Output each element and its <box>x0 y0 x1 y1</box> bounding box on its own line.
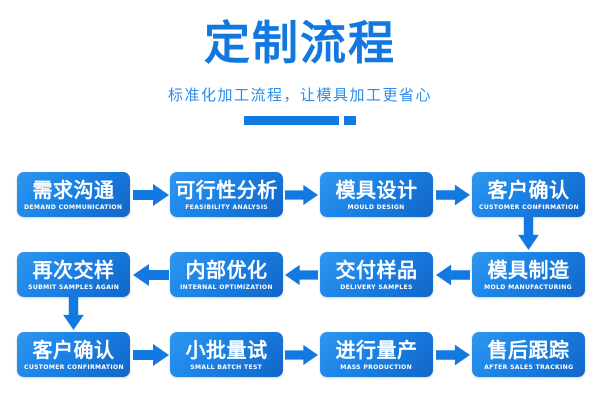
flow-node-label-cn: 小批量试 <box>185 338 268 362</box>
flow-node-label-cn: 内部优化 <box>185 258 268 282</box>
flow-node-label-cn: 需求沟通 <box>32 178 115 202</box>
flow-node-label-cn: 可行性分析 <box>175 178 278 202</box>
divider-square <box>344 116 356 125</box>
arrow-right-icon <box>436 184 470 206</box>
page-title: 定制流程 <box>204 16 396 70</box>
flow-node-delivery-samples[interactable]: 交付样品 DELIVERY SAMPLES <box>320 252 433 297</box>
arrow-right-icon <box>133 184 169 206</box>
flow-node-internal-optimization[interactable]: 内部优化 INTERNAL OPTIMIZATION <box>170 252 283 297</box>
process-flow-diagram: 需求沟通 DEMAND COMMUNICATION 可行性分析 FEASIBIL… <box>0 155 600 401</box>
arrow-down-icon <box>56 296 91 330</box>
flow-node-demand-communication[interactable]: 需求沟通 DEMAND COMMUNICATION <box>17 172 130 217</box>
divider-bar <box>244 116 339 125</box>
flow-node-label-cn: 客户确认 <box>487 178 570 202</box>
flow-node-small-batch-test[interactable]: 小批量试 SMALL BATCH TEST <box>170 332 283 377</box>
arrow-down-icon <box>511 216 546 250</box>
flow-node-label-cn: 客户确认 <box>32 338 115 362</box>
flow-node-label-en: DELIVERY SAMPLES <box>340 284 413 291</box>
arrow-left-icon <box>133 264 169 286</box>
flow-node-mass-production[interactable]: 进行量产 MASS PRODUCTION <box>320 332 433 377</box>
flow-node-after-sales-tracking[interactable]: 售后跟踪 AFTER SALES TRACKING <box>472 332 585 377</box>
flow-node-label-en: DEMAND COMMUNICATION <box>24 204 123 211</box>
flow-node-label-cn: 交付样品 <box>335 258 418 282</box>
flow-node-customer-confirmation-2[interactable]: 客户确认 CUSTOMER CONFIRMATION <box>17 332 130 377</box>
flow-node-label-cn: 售后跟踪 <box>487 338 570 362</box>
flow-node-label-en: MOLD MANUFACTURING <box>484 284 573 291</box>
flow-node-label-en: SUBMIT SAMPLES AGAIN <box>27 284 120 291</box>
flow-node-label-cn: 模具设计 <box>335 178 418 202</box>
flow-node-customer-confirmation-1[interactable]: 客户确认 CUSTOMER CONFIRMATION <box>472 172 585 217</box>
arrow-left-icon <box>436 264 470 286</box>
flow-node-label-en: SMALL BATCH TEST <box>190 364 263 371</box>
flow-node-label-en: MOULD DESIGN <box>347 204 406 211</box>
flow-node-mould-design[interactable]: 模具设计 MOULD DESIGN <box>320 172 433 217</box>
arrow-left-icon <box>285 264 318 286</box>
flow-node-mold-manufacturing[interactable]: 模具制造 MOLD MANUFACTURING <box>472 252 585 297</box>
flow-node-label-cn: 模具制造 <box>487 258 570 282</box>
flow-node-feasibility-analysis[interactable]: 可行性分析 FEASIBILITY ANALYSIS <box>170 172 283 217</box>
arrow-right-icon <box>436 344 470 366</box>
flow-node-label-en: INTERNAL OPTIMIZATION <box>180 284 273 291</box>
header-divider <box>0 116 600 125</box>
flow-node-label-en: AFTER SALES TRACKING <box>483 364 574 371</box>
flow-node-label-en: FEASIBILITY ANALYSIS <box>185 204 268 211</box>
flow-node-label-cn: 再次交样 <box>32 258 115 282</box>
flow-node-label-en: CUSTOMER CONFIRMATION <box>23 364 124 371</box>
arrow-right-icon <box>285 184 318 206</box>
header: 定制流程 标准化加工流程，让模具加工更省心 <box>0 0 600 125</box>
flow-node-label-en: CUSTOMER CONFIRMATION <box>478 204 579 211</box>
page-subtitle: 标准化加工流程，让模具加工更省心 <box>167 86 432 104</box>
flow-node-label-en: MASS PRODUCTION <box>340 364 413 371</box>
arrow-right-icon <box>133 344 169 366</box>
arrow-right-icon <box>285 344 318 366</box>
flow-node-label-cn: 进行量产 <box>335 338 418 362</box>
flow-node-submit-samples-again[interactable]: 再次交样 SUBMIT SAMPLES AGAIN <box>17 252 130 297</box>
